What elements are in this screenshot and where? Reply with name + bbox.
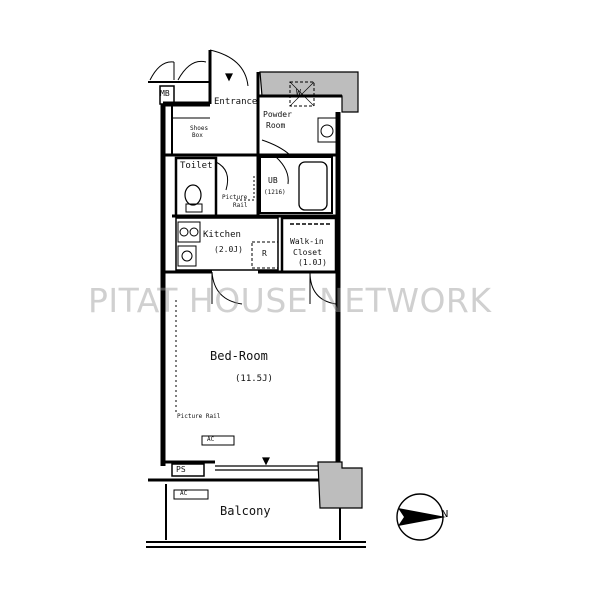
- bedroom-size-label: (11.5J): [235, 374, 273, 384]
- watermark: PITAT HOUSE NETWORK: [88, 281, 492, 320]
- shoes-box-label-1: Shoes: [190, 125, 209, 132]
- ub-label-1: UB: [268, 176, 278, 185]
- powder-room-label-1: Powder: [263, 110, 292, 119]
- walk-in-closet-label-1: Walk-in: [290, 237, 324, 246]
- picture-rail-lower-label: Picture Rail: [177, 413, 221, 420]
- bathtub: [298, 161, 328, 211]
- ps-label: PS: [176, 465, 186, 474]
- kitchen-label: Kitchen: [203, 230, 241, 240]
- walk-in-closet-label-2: Closet: [293, 248, 322, 257]
- ac-bedroom-box: [201, 435, 235, 446]
- kitchen-size-label: (2.0J): [214, 245, 243, 254]
- balcony-label: Balcony: [220, 504, 271, 518]
- kitchen-counter: [175, 217, 279, 271]
- ac-balcony-label: AC: [180, 490, 188, 497]
- ub-label-2: (1216): [264, 189, 286, 196]
- front-door-arc: [209, 49, 249, 87]
- pillar: [317, 461, 363, 509]
- walk-in-closet-size: (1.0J): [298, 258, 327, 267]
- fridge-space: [251, 241, 279, 269]
- compass-needle: [398, 508, 446, 526]
- kitchen-sink: [177, 245, 197, 267]
- unit-bath: [259, 156, 333, 214]
- picture-rail-upper-label-1: Picture: [222, 194, 248, 201]
- north-label: N: [441, 509, 449, 520]
- shoes-box-label-2: Box: [192, 132, 203, 139]
- powder-room-label-2: Room: [266, 121, 286, 130]
- bedroom-door-arc: [211, 271, 243, 305]
- entrance-label: Entrance: [214, 97, 258, 107]
- ac-balcony-box: [173, 489, 209, 500]
- w-mark: W: [296, 88, 301, 97]
- picture-rail-upper-label-2: Rail: [233, 202, 248, 209]
- compass: [396, 493, 446, 541]
- bedroom-label: Bed-Room: [210, 349, 268, 363]
- toilet-label: Toilet: [180, 161, 213, 171]
- washer-w: [289, 81, 315, 107]
- ac-bedroom-label: AC: [207, 436, 215, 443]
- toilet-bowl: [184, 184, 202, 206]
- stove: [177, 221, 201, 243]
- ps-box: [171, 463, 205, 477]
- entry-door-arc: [149, 61, 175, 81]
- mb-box: [159, 85, 175, 105]
- fridge-label: R: [262, 249, 267, 258]
- mb-label: MB: [160, 89, 170, 98]
- powder-sink: [317, 117, 337, 143]
